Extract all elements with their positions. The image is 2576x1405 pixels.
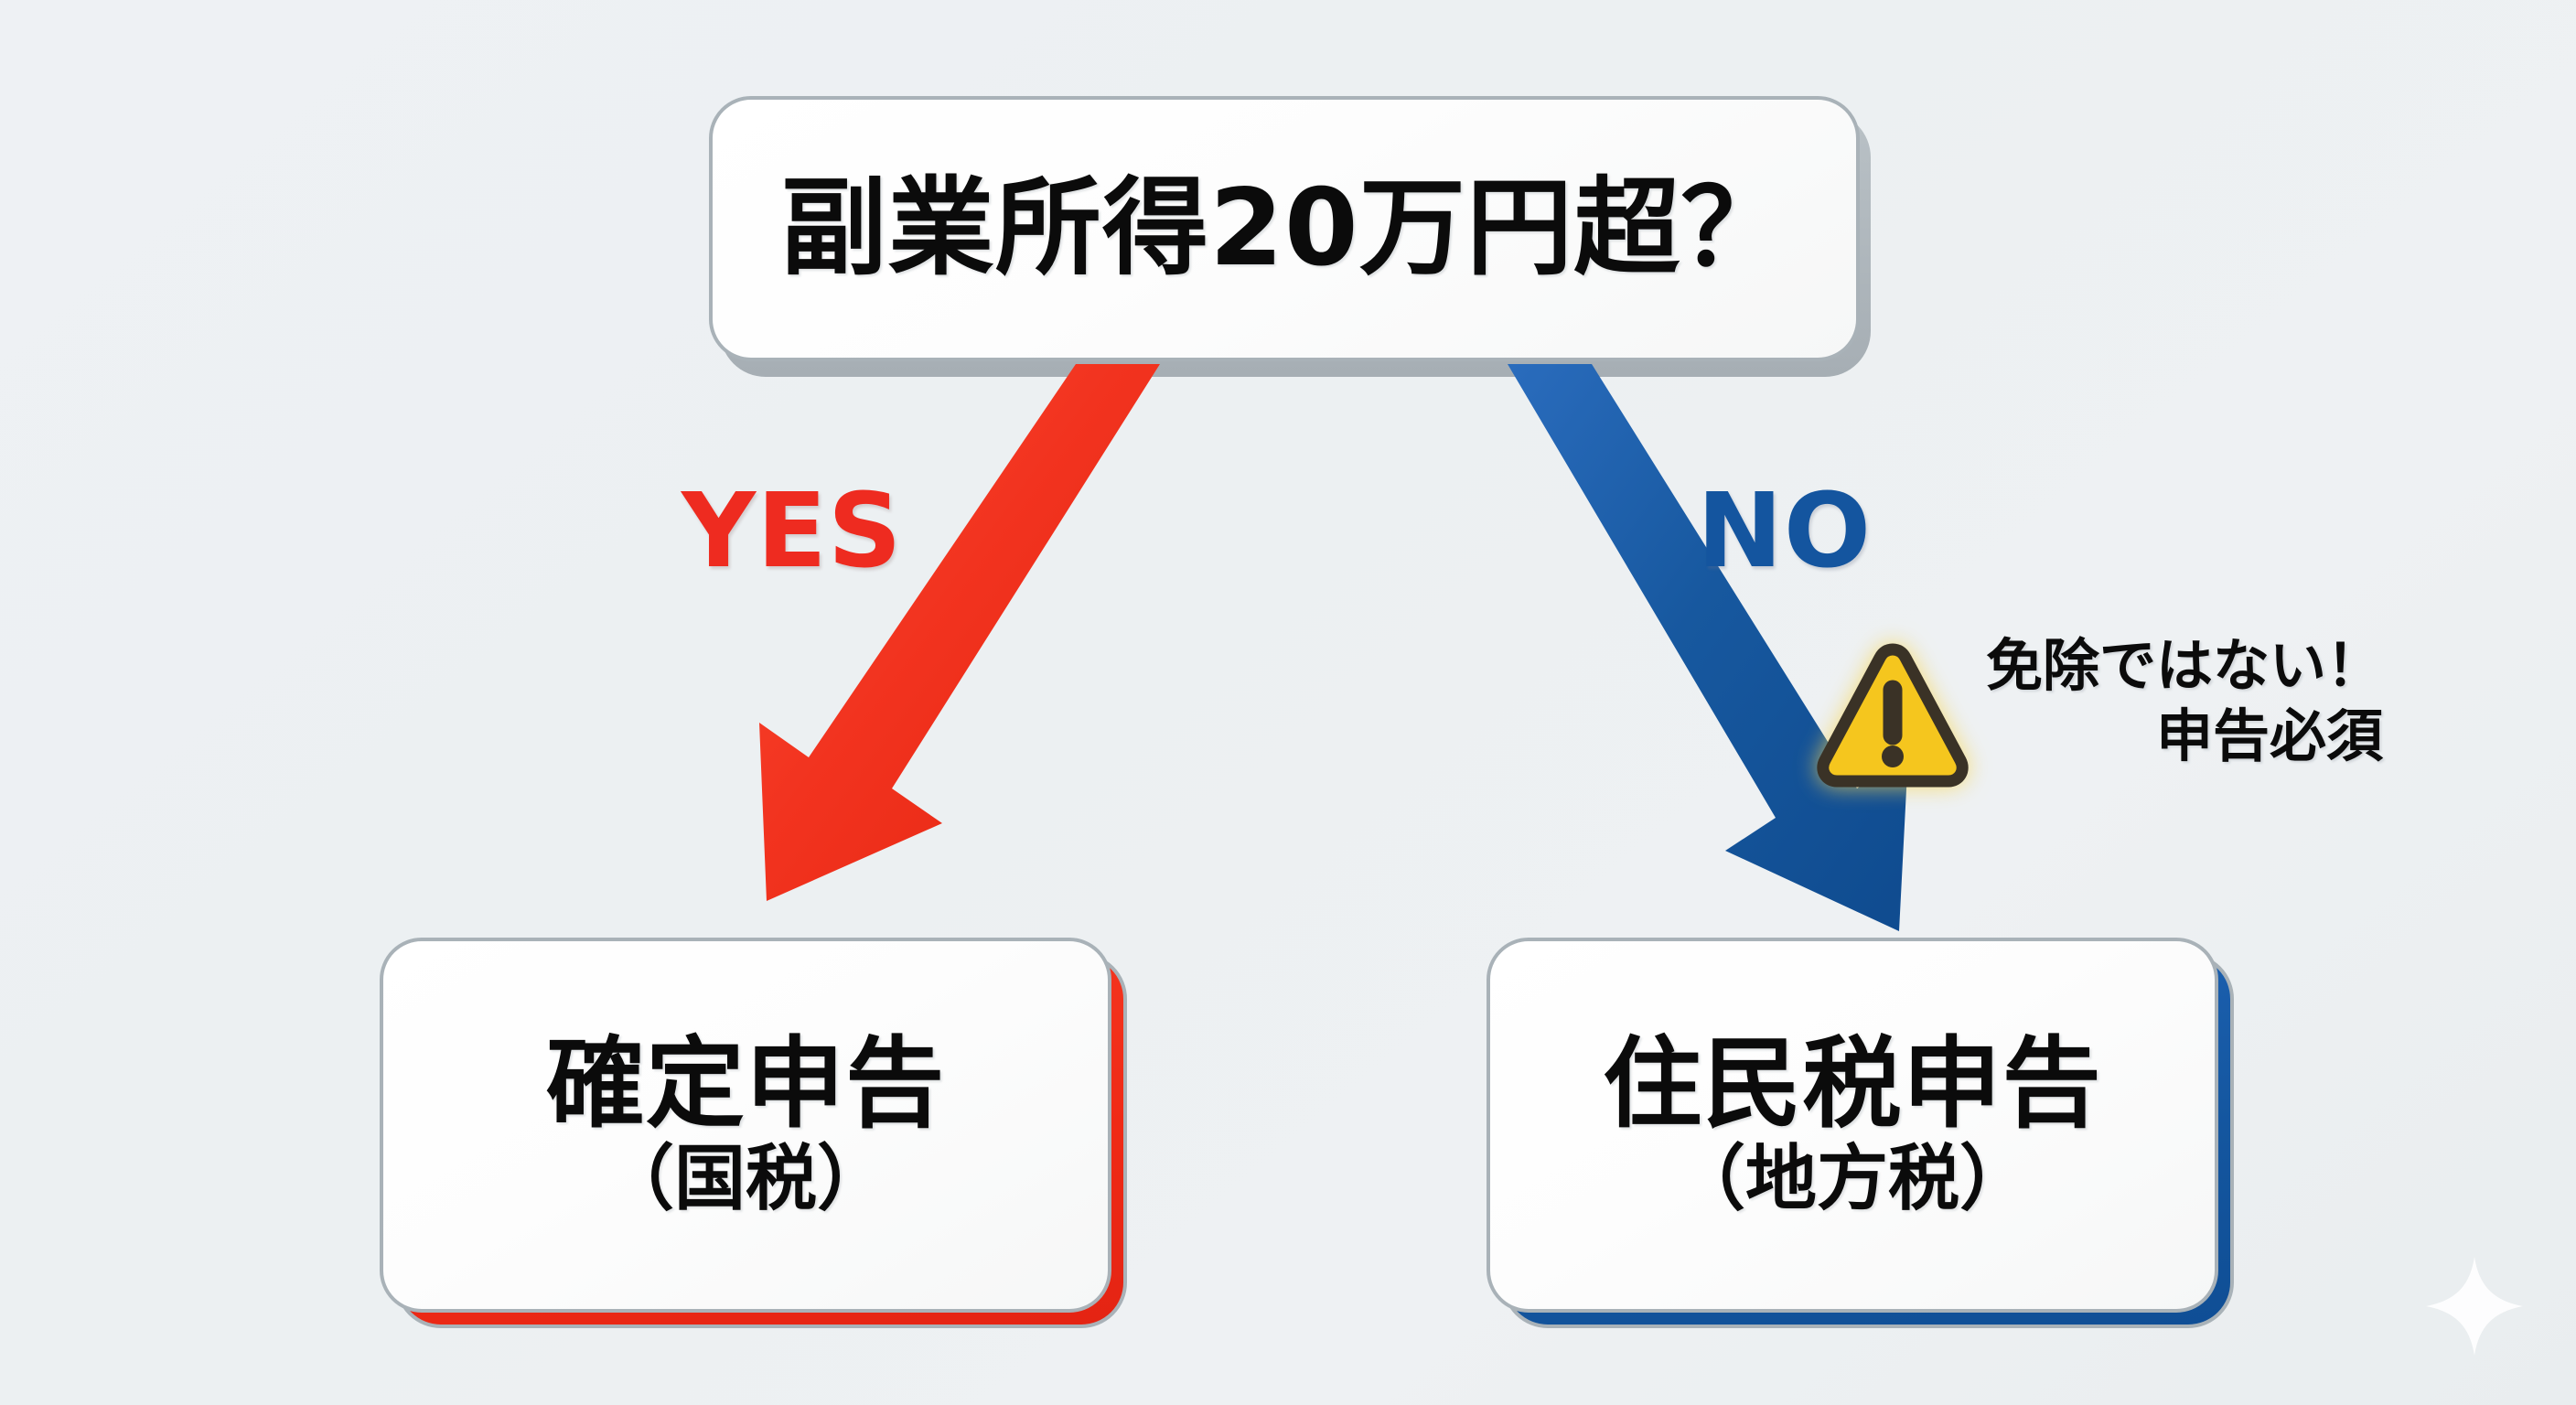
result-right-subtitle: （地方税）: [1673, 1137, 2031, 1220]
no-arrow: [1508, 364, 1908, 931]
result-right-title: 住民税申告: [1603, 1027, 2102, 1142]
warning-line-1: 免除ではない！: [1986, 632, 2384, 699]
result-left-title: 確定申告: [545, 1027, 946, 1142]
sparkle-icon: [2426, 1257, 2523, 1356]
warning-callout: 免除ではない！ 申告必須: [1816, 629, 2438, 812]
no-branch-label: NO: [1697, 472, 1873, 591]
warning-triangle-icon: [1817, 643, 1969, 788]
warning-line-2: 申告必須: [2156, 702, 2384, 769]
result-left-subtitle: （国税）: [602, 1137, 888, 1220]
warning-text-block: 免除ではない！ 申告必須: [1986, 631, 2383, 772]
yes-branch-label: YES: [682, 472, 903, 591]
question-box-label: 副業所得20万円超？: [780, 166, 1788, 291]
yes-arrow: [759, 364, 1160, 901]
result-right-box[interactable]: 住民税申告 （地方税）: [1487, 938, 2218, 1313]
result-left-box[interactable]: 確定申告 （国税）: [380, 938, 1111, 1313]
question-box[interactable]: 副業所得20万円超？: [709, 96, 1860, 361]
